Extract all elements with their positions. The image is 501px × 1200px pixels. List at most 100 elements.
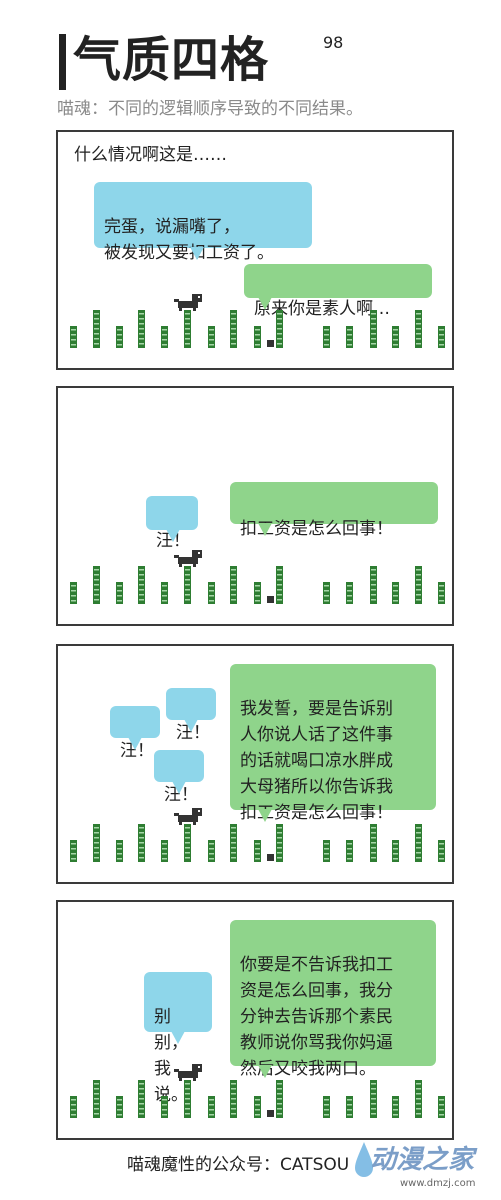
green-bar [184,566,191,604]
green-bar [230,310,237,348]
green-bar [116,840,123,862]
speech-bubble-dog: 完蛋，说漏嘴了， 被发现又要扣工资了。 [94,182,312,263]
green-bar [138,824,145,862]
green-bar [116,582,123,604]
cat-block-icon [267,1110,274,1117]
green-bar [276,310,283,348]
speech-bubble-dog: 汪！ [154,750,204,805]
green-bar [438,326,445,348]
green-bar [93,566,100,604]
speech-bubble-dog: 汪！ [110,706,160,761]
green-bar [346,1096,353,1118]
green-bar [323,840,330,862]
speech-bubble-dog: 汪！ [166,688,216,743]
green-bar [138,310,145,348]
bubble-text: 完蛋，说漏嘴了， 被发现又要扣工资了。 [104,217,274,263]
green-bar [392,582,399,604]
green-bar [93,824,100,862]
green-bar [392,840,399,862]
green-bar [415,566,422,604]
green-bar [438,840,445,862]
green-bar [70,840,77,862]
comic-title: 气质四格 [73,32,270,88]
site-url[interactable]: www.dmzj.com [400,1178,476,1189]
green-bar [230,1080,237,1118]
green-bar [208,1096,215,1118]
green-bar [70,326,77,348]
green-bar [276,824,283,862]
green-bar [254,326,261,348]
dog-icon [174,1064,202,1081]
green-bar [93,310,100,348]
green-bar [323,582,330,604]
green-bar [161,582,168,604]
water-drop-icon [355,1142,373,1177]
green-bar [438,1096,445,1118]
speech-bubble-dog: 别别， 我说。 [144,972,212,1105]
dog-icon [174,550,202,567]
green-bar [254,1096,261,1118]
green-bar [415,1080,422,1118]
green-bar [370,824,377,862]
ground-scene [58,804,452,864]
green-bar [161,840,168,862]
green-bar [370,310,377,348]
comic-panel-2: 汪！ 扣工资是怎么回事！ [56,386,454,626]
comic-header: 气质四格 98 [55,28,455,98]
green-bar [184,310,191,348]
speech-bubble-dog: 汪！ [146,496,198,551]
green-bar [184,1080,191,1118]
green-bar [116,1096,123,1118]
footer-area: 喵魂魔性的公众号：CATSOU 动漫之家 www.dmzj.com [0,1140,501,1200]
ground-scene [58,546,452,606]
speech-bubble-cat: 原来你是素人啊… [244,264,432,319]
comic-panel-3: 汪！ 汪！ 汪！ 我发誓，要是告诉别 人你说人话了这件事 的话就喝口凉水胖成 大… [56,644,454,884]
green-bar [323,1096,330,1118]
green-bar [415,824,422,862]
green-bar [392,326,399,348]
cat-block-icon [267,340,274,347]
green-bar [323,326,330,348]
green-bar [70,582,77,604]
green-bar [184,824,191,862]
bubble-text: 原来你是素人啊… [254,299,390,319]
episode-number: 98 [323,33,344,52]
comic-panel-4: 别别， 我说。 你要是不告诉我扣工 资是怎么回事，我分 分钟去告诉那个素民 教师… [56,900,454,1140]
ground-svg [70,808,445,862]
green-bar [70,1096,77,1118]
green-bar [346,326,353,348]
green-bar [438,582,445,604]
green-bar [230,566,237,604]
green-bar [346,840,353,862]
ground-scene [58,290,452,350]
green-bar [276,1080,283,1118]
green-bar [208,840,215,862]
green-bar [208,582,215,604]
green-bar [276,566,283,604]
footer-text: 喵魂魔性的公众号：CATSOU [127,1155,350,1175]
panel-caption: 什么情况啊这是…… [74,145,227,165]
green-bar [392,1096,399,1118]
green-bar [370,566,377,604]
speech-bubble-cat: 你要是不告诉我扣工 资是怎么回事，我分 分钟去告诉那个素民 教师说你骂我你妈逼 … [230,920,436,1079]
green-bar [254,840,261,862]
green-bar [161,326,168,348]
title-bar-decoration [59,34,66,90]
green-bar [254,582,261,604]
site-logo: 动漫之家 [370,1145,475,1175]
green-bar [138,1080,145,1118]
cat-block-icon [267,854,274,861]
green-bar [138,566,145,604]
green-bar [370,1080,377,1118]
green-bar [93,1080,100,1118]
green-bar [208,326,215,348]
speech-bubble-cat: 扣工资是怎么回事！ [230,482,438,539]
ground-svg [70,1064,445,1118]
bubble-text: 扣工资是怎么回事！ [240,519,393,539]
ground-scene [58,1060,452,1120]
bubble-text: 我发誓，要是告诉别 人你说人话了这件事 的话就喝口凉水胖成 大母猪所以你告诉我 … [240,699,393,823]
green-bar [161,1096,168,1118]
speech-bubble-cat: 我发誓，要是告诉别 人你说人话了这件事 的话就喝口凉水胖成 大母猪所以你告诉我 … [230,664,436,823]
green-bar [116,326,123,348]
green-bar [230,824,237,862]
